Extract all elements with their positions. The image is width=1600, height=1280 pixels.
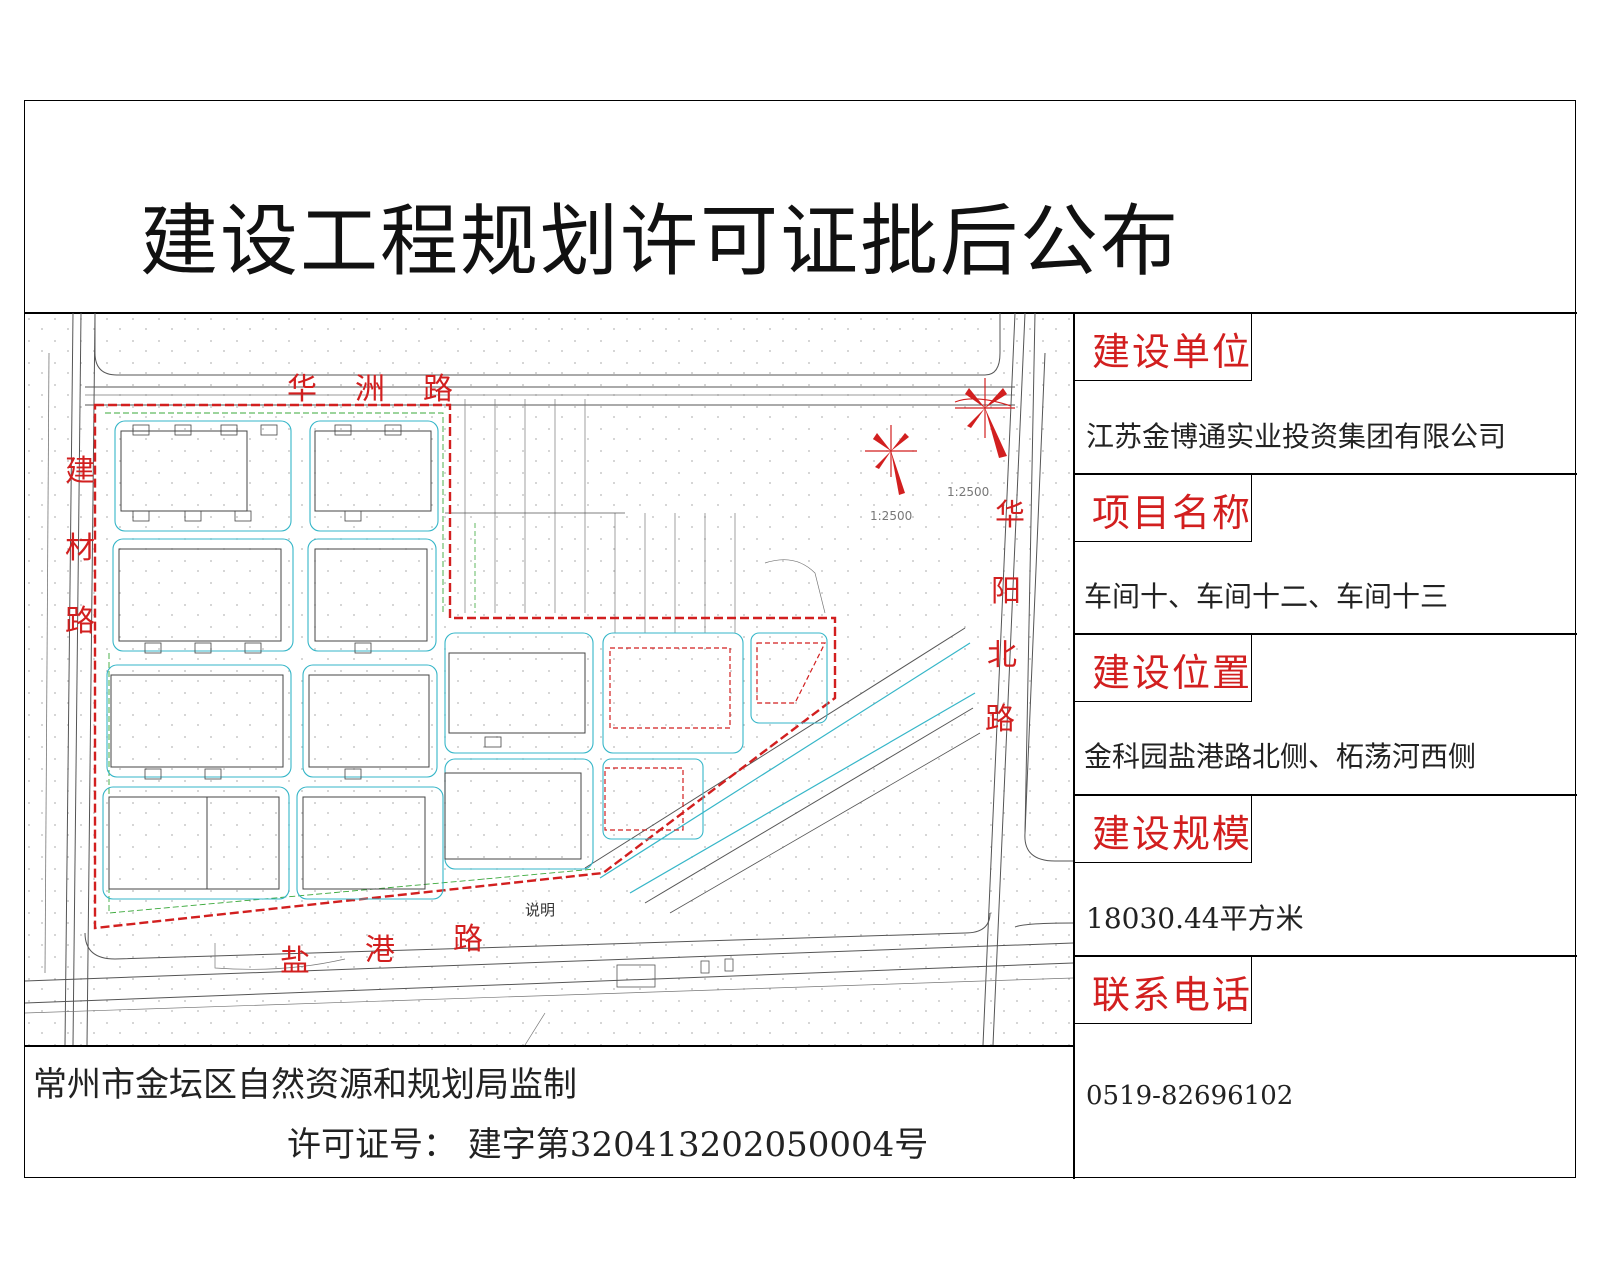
footer: 常州市金坛区自然资源和规划局监制 许可证号： 建字第32041320205000… [25, 1045, 1073, 1179]
north-road-char-2: 洲 [355, 372, 385, 407]
info-panel: 建设单位 江苏金博通实业投资集团有限公司 项目名称 车间十、车间十二、车间十三 … [1074, 313, 1577, 1179]
scale-label: 建设规模 [1092, 812, 1253, 856]
phone-label: 联系电话 [1092, 973, 1253, 1017]
project-value: 车间十、车间十二、车间十三 [1084, 580, 1449, 613]
side-divider [1073, 313, 1075, 1179]
phone-label-box: 联系电话 [1074, 956, 1252, 1024]
east-road-char-2: 阳 [991, 574, 1021, 609]
unit-value: 江苏金博通实业投资集团有限公司 [1086, 420, 1507, 453]
location-value: 金科园盐港路北侧、柘荡河西侧 [1084, 740, 1477, 773]
permit-number: 许可证号： 建字第320413202050004号 [287, 1125, 929, 1165]
scale-label-a: 1:2500 [870, 509, 912, 523]
unit-label: 建设单位 [1092, 330, 1253, 374]
west-road-char-1: 建 [65, 454, 95, 489]
west-road-char-2: 材 [65, 531, 95, 566]
unit-label-box: 建设单位 [1074, 313, 1252, 381]
row-divider [1074, 794, 1577, 796]
location-label-box: 建设位置 [1074, 634, 1252, 702]
title-divider [25, 312, 1577, 314]
phone-value: 0519-82696102 [1086, 1081, 1294, 1111]
scale-label-box: 建设规模 [1074, 795, 1252, 863]
location-label: 建设位置 [1092, 651, 1253, 695]
project-label-box: 项目名称 [1074, 474, 1252, 542]
east-road-char-1: 华 [995, 498, 1025, 533]
north-road-char-1: 华 [287, 372, 317, 407]
title-area: 建设工程规划许可证批后公布 [25, 101, 1577, 313]
map-note: 说明 [525, 901, 555, 919]
north-road-char-3: 路 [423, 372, 453, 407]
page-title: 建设工程规划许可证批后公布 [140, 197, 1181, 287]
west-road-char-3: 路 [65, 604, 95, 639]
project-label: 项目名称 [1092, 491, 1253, 535]
east-road-char-4: 路 [985, 702, 1015, 737]
supervisor-text: 常州市金坛区自然资源和规划局监制 [33, 1065, 577, 1105]
row-divider [1074, 955, 1577, 957]
site-plan-drawing: 1:2500 1:2500 说明 华 洲 路 建 材 路 华 阳 北 路 盐 港… [25, 313, 1073, 1045]
south-road-char-3: 路 [453, 922, 483, 957]
south-road-char-2: 港 [365, 933, 395, 968]
scale-value: 18030.44平方米 [1086, 902, 1304, 935]
row-divider [1074, 633, 1577, 635]
footer-divider [25, 1045, 1073, 1047]
scale-label-b: 1:2500 [947, 485, 989, 499]
notice-frame: 建设工程规划许可证批后公布 [24, 100, 1577, 1179]
east-road-char-3: 北 [987, 638, 1017, 673]
site-plan: 1:2500 1:2500 说明 华 洲 路 建 材 路 华 阳 北 路 盐 港… [25, 313, 1073, 1045]
row-divider [1074, 473, 1577, 475]
south-road-char-1: 盐 [280, 944, 310, 979]
